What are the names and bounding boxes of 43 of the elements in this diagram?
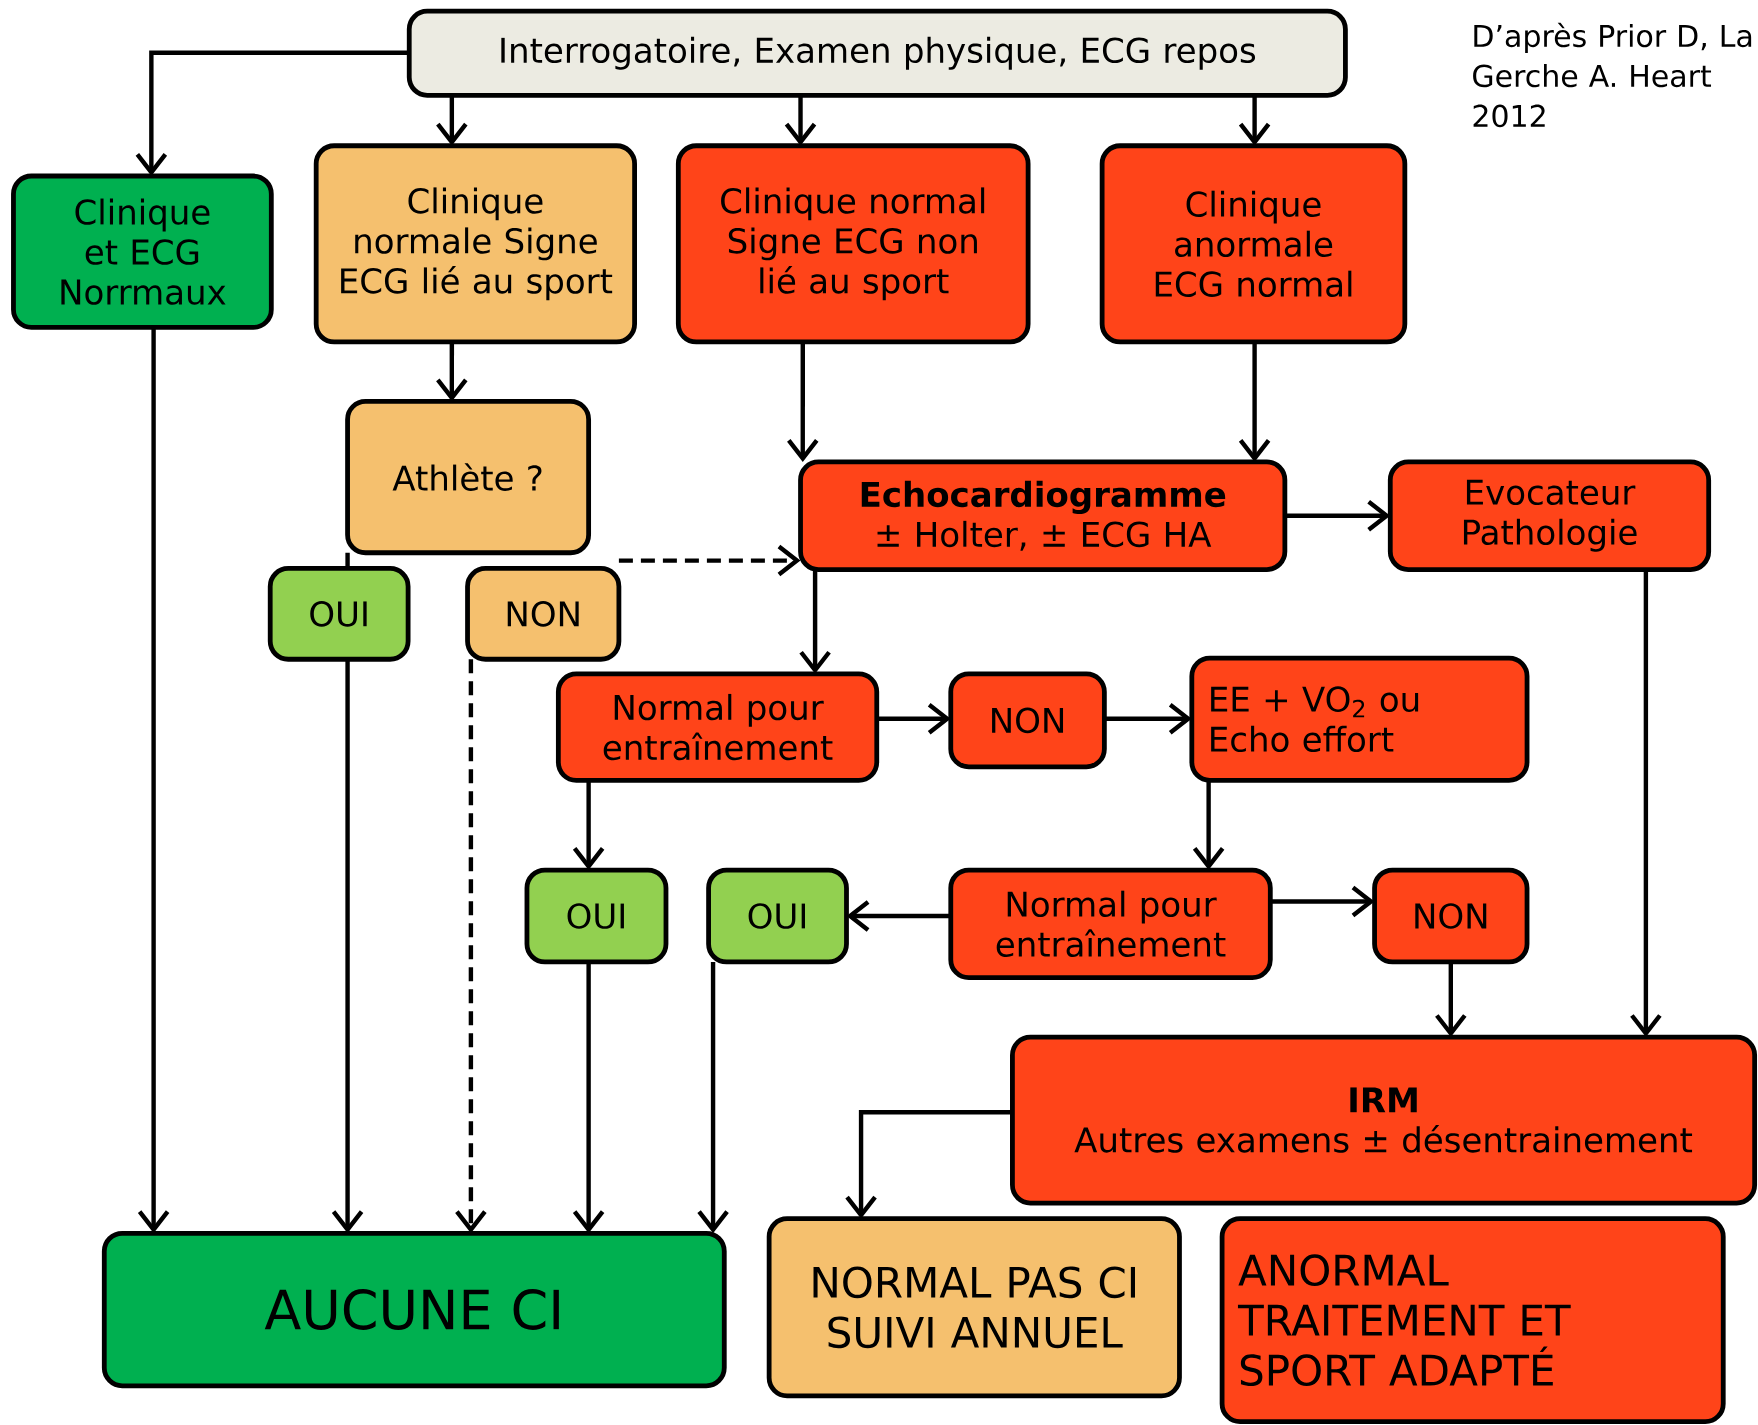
process-box: Normal pour entraînement xyxy=(555,671,880,783)
process-box: Clinique normale Signe ECG lié au sport xyxy=(313,143,637,345)
decision-box: Athlète ? xyxy=(345,399,592,556)
process-box: Evocateur Pathologie xyxy=(1387,459,1712,572)
process-box: Clinique et ECG Norrmaux xyxy=(11,173,274,330)
arrow xyxy=(1104,702,1192,735)
arrow xyxy=(572,961,605,1234)
arrow xyxy=(1630,569,1662,1038)
arrow xyxy=(137,327,170,1234)
header-box: Interrogatoire, Examen physique, ECG repos xyxy=(406,8,1348,98)
answer-box: OUI xyxy=(706,867,849,965)
answer-box: NON xyxy=(948,671,1107,770)
process-box: Normal pour entraînement xyxy=(948,867,1273,981)
arrow xyxy=(1270,885,1375,918)
arrow xyxy=(618,544,801,577)
arrow xyxy=(1238,341,1271,462)
arrow xyxy=(1284,500,1391,532)
arrow xyxy=(845,1110,1013,1219)
arrow xyxy=(572,780,605,871)
arrow xyxy=(876,702,951,735)
arrow xyxy=(787,341,819,462)
answer-box: OUI xyxy=(524,867,669,965)
arrow xyxy=(1192,780,1225,871)
process-box: Clinique normal Signe ECG non lié au sport xyxy=(675,143,1031,345)
arrow xyxy=(331,659,364,1234)
result-box: ANORMAL TRAITEMENT ET SPORT ADAPTÉ xyxy=(1219,1216,1726,1425)
process-box: IRM Autres examens ± désentrainement xyxy=(1010,1034,1758,1206)
answer-box: NON xyxy=(465,566,622,662)
result-box: AUCUNE CI xyxy=(101,1230,727,1389)
arrow xyxy=(135,50,410,177)
result-box: NORMAL PAS CI SUIVI ANNUEL xyxy=(766,1216,1182,1399)
answer-box: OUI xyxy=(267,566,411,662)
process-box: Clinique anormale ECG normal xyxy=(1099,143,1408,345)
process-box: EE + VO$_{2}$ ou Echo effort xyxy=(1189,655,1530,783)
arrow xyxy=(846,900,951,932)
arrow xyxy=(1435,961,1467,1038)
arrow xyxy=(799,569,831,674)
process-box: Echocardiogramme ± Holter, ± ECG HA xyxy=(798,459,1288,572)
arrow xyxy=(455,659,487,1234)
source-note: D’après Prior D, La Gerche A. Heart 2012 xyxy=(1473,22,1752,128)
answer-box: NON xyxy=(1372,867,1530,965)
connector-line xyxy=(345,552,350,569)
arrow xyxy=(697,961,729,1234)
